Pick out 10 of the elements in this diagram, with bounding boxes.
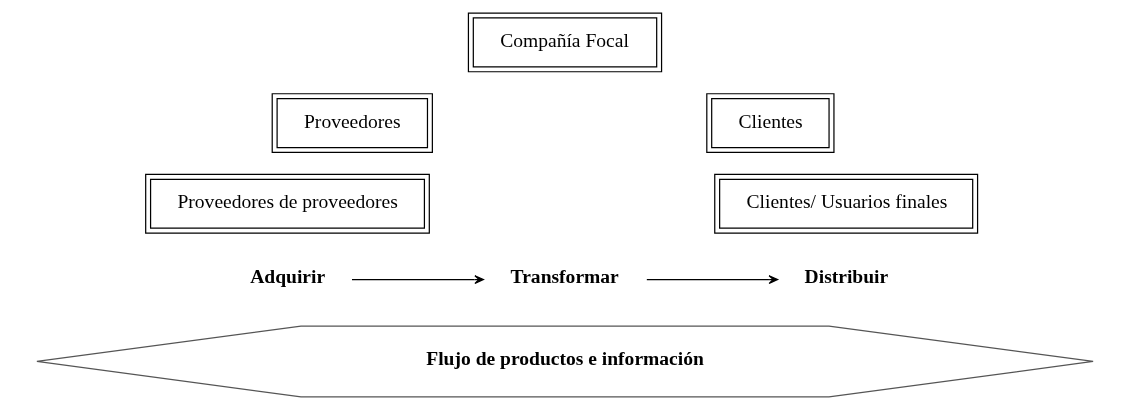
node-box: Clientes/ Usuarios finales bbox=[714, 173, 979, 234]
node-text: Adquirir bbox=[250, 265, 326, 287]
node-box: Compañía Focal bbox=[467, 12, 663, 73]
node-box: Proveedores bbox=[271, 93, 433, 154]
arrow bbox=[351, 275, 485, 285]
node-text: Distribuir bbox=[804, 265, 889, 287]
node-text: Transformar bbox=[510, 265, 619, 287]
node-box: Proveedores de proveedores bbox=[145, 173, 430, 234]
arrow bbox=[646, 275, 779, 285]
node-box: Clientes bbox=[706, 93, 835, 154]
